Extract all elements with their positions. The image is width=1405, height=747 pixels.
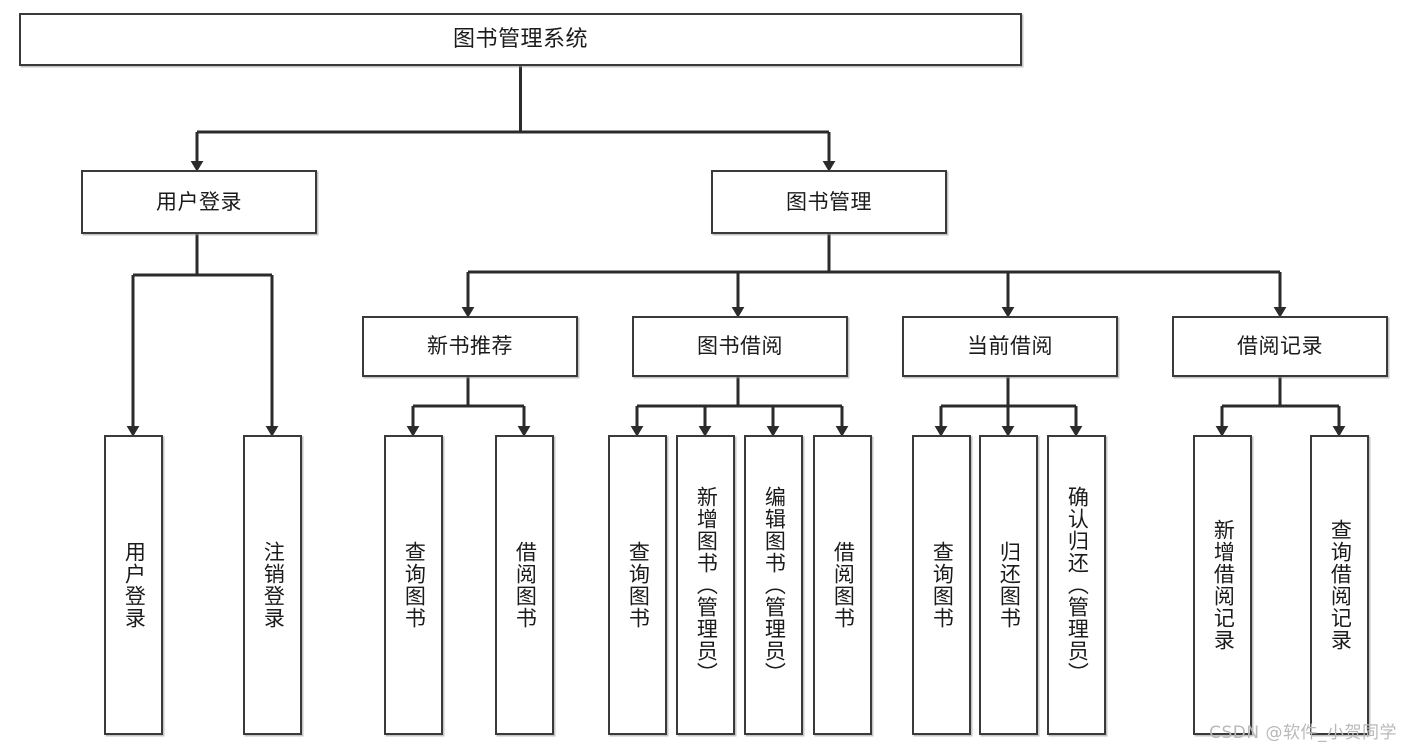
node-label: 查询图书 bbox=[626, 541, 651, 629]
node-leaf-user-login-login[interactable]: 用户登录 bbox=[104, 435, 163, 735]
node-label: 新书推荐 bbox=[427, 334, 513, 359]
node-leaf-borrow-borrow-book[interactable]: 借阅图书 bbox=[813, 435, 872, 735]
node-book-borrow[interactable]: 图书借阅 bbox=[632, 316, 848, 377]
node-leaf-new-book-query[interactable]: 查询图书 bbox=[384, 435, 443, 735]
node-label: 当前借阅 bbox=[967, 334, 1053, 359]
node-label: 图书管理 bbox=[786, 189, 872, 214]
node-label: 编辑图书（管理员） bbox=[762, 486, 787, 684]
node-root-book-management-system[interactable]: 图书管理系统 bbox=[19, 13, 1022, 66]
node-label: 新增图书（管理员） bbox=[694, 486, 719, 684]
node-current-borrow[interactable]: 当前借阅 bbox=[902, 316, 1118, 377]
node-leaf-borrow-edit-book[interactable]: 编辑图书（管理员） bbox=[744, 435, 803, 735]
node-label: 用户登录 bbox=[156, 189, 242, 214]
node-new-book-recommend[interactable]: 新书推荐 bbox=[362, 316, 578, 377]
node-book-management[interactable]: 图书管理 bbox=[711, 170, 947, 234]
node-label: 确认归还（管理员） bbox=[1065, 486, 1090, 684]
node-leaf-new-book-borrow[interactable]: 借阅图书 bbox=[495, 435, 554, 735]
node-leaf-borrow-query-book[interactable]: 查询图书 bbox=[608, 435, 667, 735]
node-label: 查询借阅记录 bbox=[1328, 519, 1353, 651]
node-leaf-current-confirm-return[interactable]: 确认归还（管理员） bbox=[1047, 435, 1106, 735]
node-leaf-record-add[interactable]: 新增借阅记录 bbox=[1193, 435, 1252, 735]
node-label: 借阅图书 bbox=[513, 541, 538, 629]
node-leaf-borrow-add-book[interactable]: 新增图书（管理员） bbox=[676, 435, 735, 735]
node-leaf-user-login-logout[interactable]: 注销登录 bbox=[243, 435, 302, 735]
node-label: 查询图书 bbox=[930, 541, 955, 629]
node-label: 注销登录 bbox=[261, 541, 286, 629]
node-leaf-current-return-book[interactable]: 归还图书 bbox=[979, 435, 1038, 735]
node-label: 图书管理系统 bbox=[452, 26, 588, 52]
node-label: 新增借阅记录 bbox=[1211, 519, 1236, 651]
node-leaf-current-query-book[interactable]: 查询图书 bbox=[912, 435, 971, 735]
node-label: 归还图书 bbox=[997, 541, 1022, 629]
csdn-watermark: CSDN @软件_小贺同学 bbox=[1209, 723, 1397, 743]
node-label: 借阅图书 bbox=[831, 541, 856, 629]
node-leaf-record-query[interactable]: 查询借阅记录 bbox=[1310, 435, 1369, 735]
node-label: 借阅记录 bbox=[1237, 334, 1323, 359]
node-label: 查询图书 bbox=[402, 541, 427, 629]
node-borrow-record[interactable]: 借阅记录 bbox=[1172, 316, 1388, 377]
node-label: 图书借阅 bbox=[697, 334, 783, 359]
node-user-login[interactable]: 用户登录 bbox=[81, 170, 317, 234]
node-label: 用户登录 bbox=[122, 541, 147, 629]
